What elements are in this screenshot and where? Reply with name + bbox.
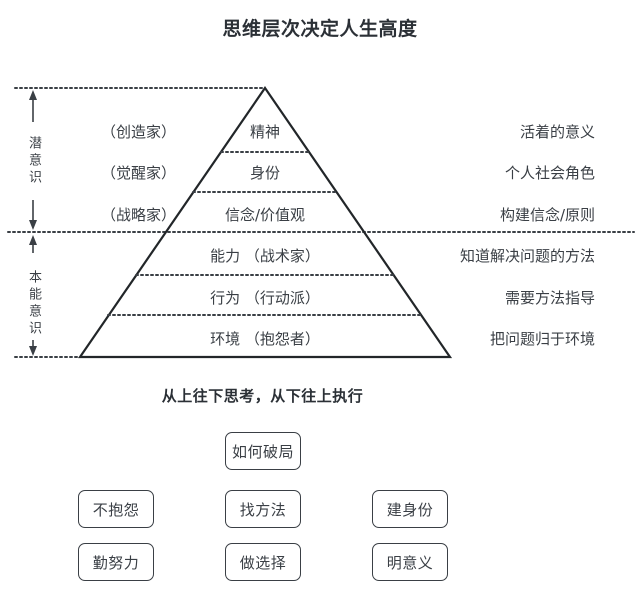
pyramid-level-spirit: 精神 [249,123,280,141]
page-title: 思维层次决定人生高度 [222,18,418,40]
action-box-make-choice[interactable]: 做选择 [225,543,301,581]
pyramid-level-behavior: 行为 （行动派） [210,289,320,307]
pyramid-level-environment: 环境 （抱怨者） [210,330,320,348]
action-box-find-method[interactable]: 找方法 [225,490,301,528]
instinct-arrow-head-up [29,235,37,245]
role-label-creator: （创造家） [101,123,177,141]
pyramid-level-identity: 身份 [249,164,280,182]
action-box-build-identity[interactable]: 建身份 [372,490,448,528]
action-box-no-complaint[interactable]: 不抱怨 [78,490,154,528]
desc-capability: 知道解决问题的方法 [459,247,595,265]
pyramid-level-beliefs: 信念/价值观 [224,206,306,224]
action-box-work-hard[interactable]: 勤努力 [78,543,154,581]
subconscious-arrow-head-up [29,90,37,100]
role-label-strategist: （战略家） [101,206,177,224]
role-label-awakener: （觉醒家） [101,164,177,182]
action-box-clarify-meaning[interactable]: 明意义 [372,543,448,581]
desc-behavior: 需要方法指导 [504,289,595,307]
desc-beliefs: 构建信念/原则 [499,206,595,224]
desc-environment: 把问题归于环境 [489,330,595,348]
pyramid-level-capability: 能力 （战术家） [210,247,320,265]
action-box-how-to-break-through[interactable]: 如何破局 [225,432,301,470]
bracket-label-instinct: 本能意识 [26,270,41,338]
section-subtitle: 从上往下思考，从下往上执行 [161,387,364,405]
desc-identity: 个人社会角色 [504,164,595,182]
desc-spirit: 活着的意义 [519,123,595,141]
bracket-label-subconscious: 潜意识 [26,135,41,187]
subconscious-arrow-head-down [29,220,37,230]
